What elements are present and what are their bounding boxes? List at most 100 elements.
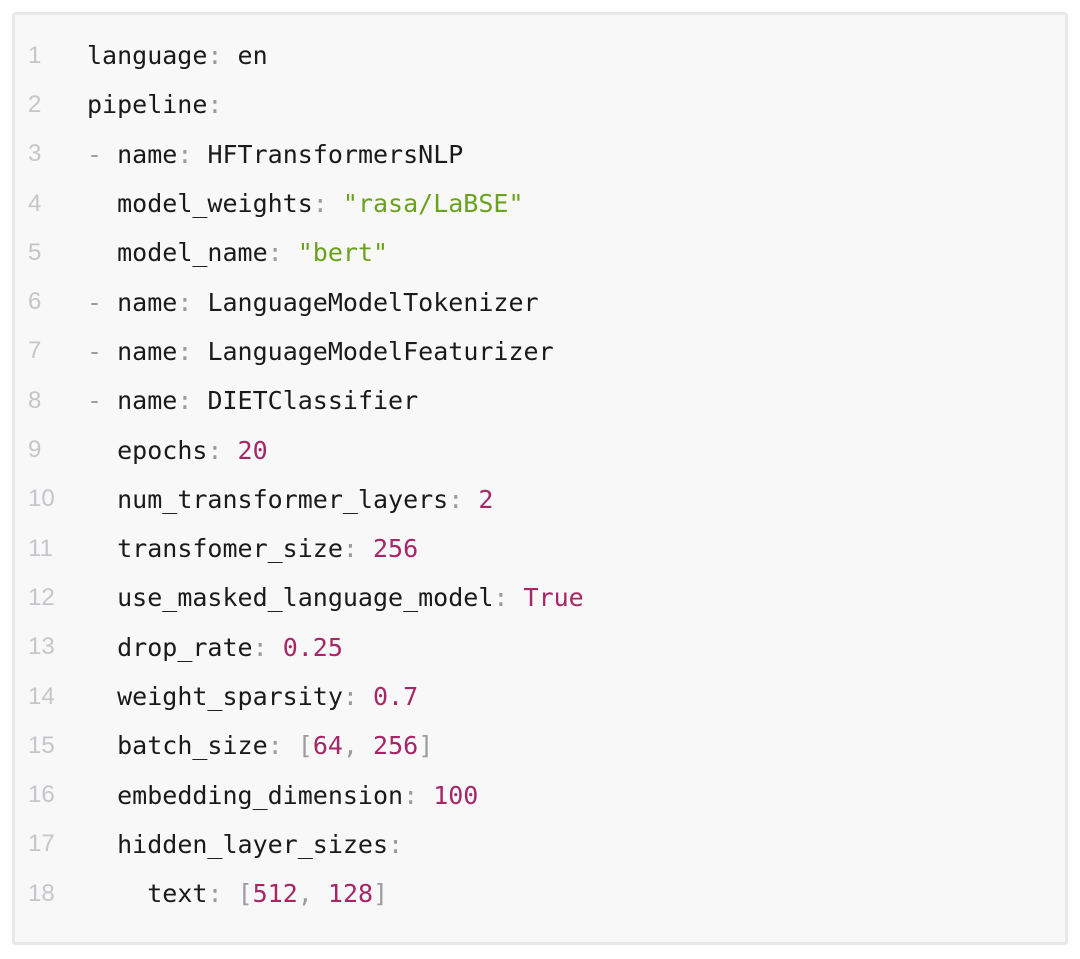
- code-token-punct: :: [388, 829, 404, 859]
- code-token-num: 256: [357, 534, 419, 564]
- code-line: 15 batch_size: [64, 256]: [28, 721, 1065, 770]
- code-line: 5 model_name: "bert": [28, 228, 1065, 277]
- code-token-key: name: [117, 287, 178, 317]
- code-token-punct: :: [252, 632, 268, 662]
- code-token-plain: en: [222, 41, 268, 71]
- code-token-plain: [87, 731, 117, 760]
- code-token-num: 20: [222, 435, 268, 465]
- code-token-plain: LanguageModelFeaturizer: [192, 336, 554, 366]
- line-content: language: en: [87, 41, 268, 70]
- line-content: text: [512, 128]: [87, 879, 388, 908]
- code-line: 7- name: LanguageModelFeaturizer: [28, 327, 1065, 376]
- code-token-str: "rasa/LaBSE": [327, 189, 524, 219]
- code-line: 12 use_masked_language_model: True: [28, 573, 1065, 622]
- line-content: model_weights: "rasa/LaBSE": [87, 189, 524, 219]
- code-token-bool: True: [508, 583, 584, 613]
- code-line: 18 text: [512, 128]: [28, 869, 1065, 918]
- code-line: 16 embedding_dimension: 100: [28, 770, 1065, 819]
- line-content: drop_rate: 0.25: [87, 633, 343, 662]
- line-content: use_masked_language_model: True: [87, 583, 584, 612]
- line-number: 18: [28, 879, 55, 907]
- code-token-key: name: [117, 336, 178, 366]
- line-content: transfomer_size: 256: [87, 534, 418, 563]
- code-token-punct: :: [342, 534, 358, 564]
- code-token-punct: -: [87, 336, 118, 366]
- code-token-punct: :: [177, 139, 193, 169]
- line-content: num_transformer_layers: 2: [87, 485, 493, 514]
- code-token-punct: ,: [297, 879, 328, 909]
- code-token-key: hidden_layer_sizes: [117, 829, 389, 859]
- code-token-punct: :: [312, 189, 328, 219]
- line-number: 16: [28, 781, 55, 809]
- code-token-plain: [283, 731, 298, 760]
- line-number: 2: [28, 90, 42, 118]
- line-content: model_name: "bert": [87, 238, 388, 267]
- code-token-num: 64: [312, 731, 343, 761]
- code-token-plain: LanguageModelTokenizer: [192, 287, 539, 317]
- code-token-key: transfomer_size: [117, 534, 343, 564]
- code-token-key: model_weights: [117, 189, 313, 219]
- code-line: 17 hidden_layer_sizes:: [28, 820, 1065, 869]
- code-token-punct: ]: [373, 879, 389, 909]
- code-token-plain: [87, 534, 117, 563]
- line-number: 13: [28, 633, 55, 661]
- code-token-plain: [87, 781, 117, 810]
- code-token-key: embedding_dimension: [117, 780, 404, 810]
- code-token-punct: ]: [418, 731, 434, 761]
- code-token-num: 128: [327, 879, 374, 909]
- line-number: 6: [28, 288, 42, 316]
- code-token-num: 0.25: [267, 632, 343, 662]
- code-line: 4 model_weights: "rasa/LaBSE": [28, 179, 1065, 228]
- code-line: 10 num_transformer_layers: 2: [28, 475, 1065, 524]
- code-token-key: epochs: [117, 435, 208, 465]
- code-token-punct: ,: [342, 731, 374, 761]
- line-content: epochs: 20: [87, 436, 268, 465]
- line-content: hidden_layer_sizes:: [87, 830, 403, 859]
- line-number: 5: [28, 238, 42, 266]
- line-number: 14: [28, 682, 55, 710]
- code-token-key: batch_size: [117, 731, 268, 761]
- line-content: pipeline:: [87, 90, 222, 119]
- code-token-punct: :: [177, 336, 193, 366]
- code-token-punct: :: [342, 682, 358, 711]
- code-line: 11 transfomer_size: 256: [28, 524, 1065, 573]
- code-token-punct: :: [403, 780, 419, 810]
- code-token-plain: [87, 879, 147, 908]
- line-number: 3: [28, 140, 42, 168]
- line-number: 15: [28, 731, 55, 759]
- code-token-num: 256: [373, 731, 419, 761]
- code-token-punct: :: [207, 879, 223, 909]
- code-line: 13 drop_rate: 0.25: [28, 623, 1065, 672]
- code-token-plain: [87, 238, 117, 267]
- code-token-plain: [223, 879, 238, 908]
- code-token-punct: -: [87, 139, 118, 169]
- code-token-plain: HFTransformersNLP: [192, 139, 464, 169]
- code-token-plain: DIETClassifier: [192, 386, 419, 416]
- code-token-plain: [87, 189, 117, 218]
- code-token-punct: [: [297, 731, 313, 761]
- code-token-punct: :: [207, 435, 223, 465]
- code-line: 14 weight_sparsity: 0.7: [28, 672, 1065, 721]
- code-token-punct: -: [87, 386, 118, 416]
- line-content: - name: HFTransformersNLP: [87, 140, 463, 169]
- line-number: 10: [28, 485, 55, 513]
- code-token-key: weight_sparsity: [117, 682, 343, 711]
- code-token-key: use_masked_language_model: [117, 583, 494, 613]
- code-token-key: model_name: [117, 238, 268, 268]
- code-token-str: "bert": [282, 238, 389, 268]
- line-content: embedding_dimension: 100: [87, 781, 478, 810]
- code-token-key: language: [87, 41, 208, 71]
- code-line: 2 pipeline:: [28, 80, 1065, 129]
- code-token-num: 2: [463, 484, 494, 514]
- code-token-plain: [87, 436, 117, 465]
- line-content: - name: LanguageModelFeaturizer: [87, 337, 554, 366]
- code-token-punct: :: [267, 238, 283, 268]
- line-content: - name: LanguageModelTokenizer: [87, 288, 539, 317]
- code-token-punct: [: [237, 879, 253, 909]
- code-token-key: drop_rate: [117, 632, 253, 662]
- code-token-plain: [87, 485, 117, 514]
- code-token-plain: [87, 682, 117, 711]
